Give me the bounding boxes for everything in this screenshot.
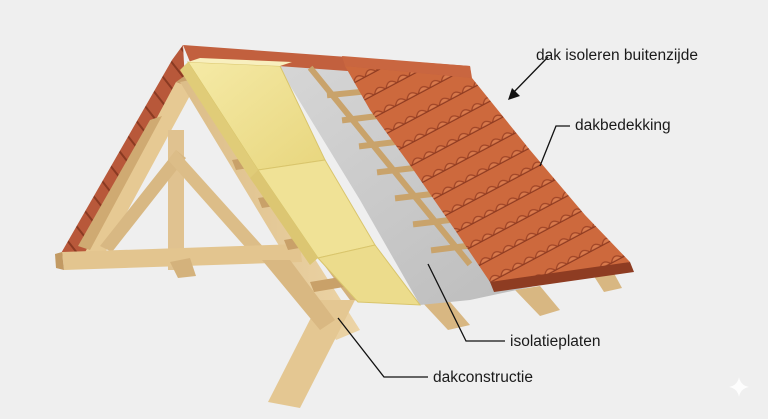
label-roof-covering: dakbedekking xyxy=(575,117,671,134)
sparkle-icon xyxy=(729,377,749,397)
insulation-boards xyxy=(180,58,422,306)
battens xyxy=(307,65,473,267)
label-insulation-boards: isolatieplaten xyxy=(510,333,601,350)
label-roof-structure: dakconstructie xyxy=(433,369,533,386)
leader-lines xyxy=(337,56,570,378)
roof-tiles xyxy=(342,56,634,292)
label-roof-insulation-outside: dak isoleren buitenzijde xyxy=(536,47,698,64)
